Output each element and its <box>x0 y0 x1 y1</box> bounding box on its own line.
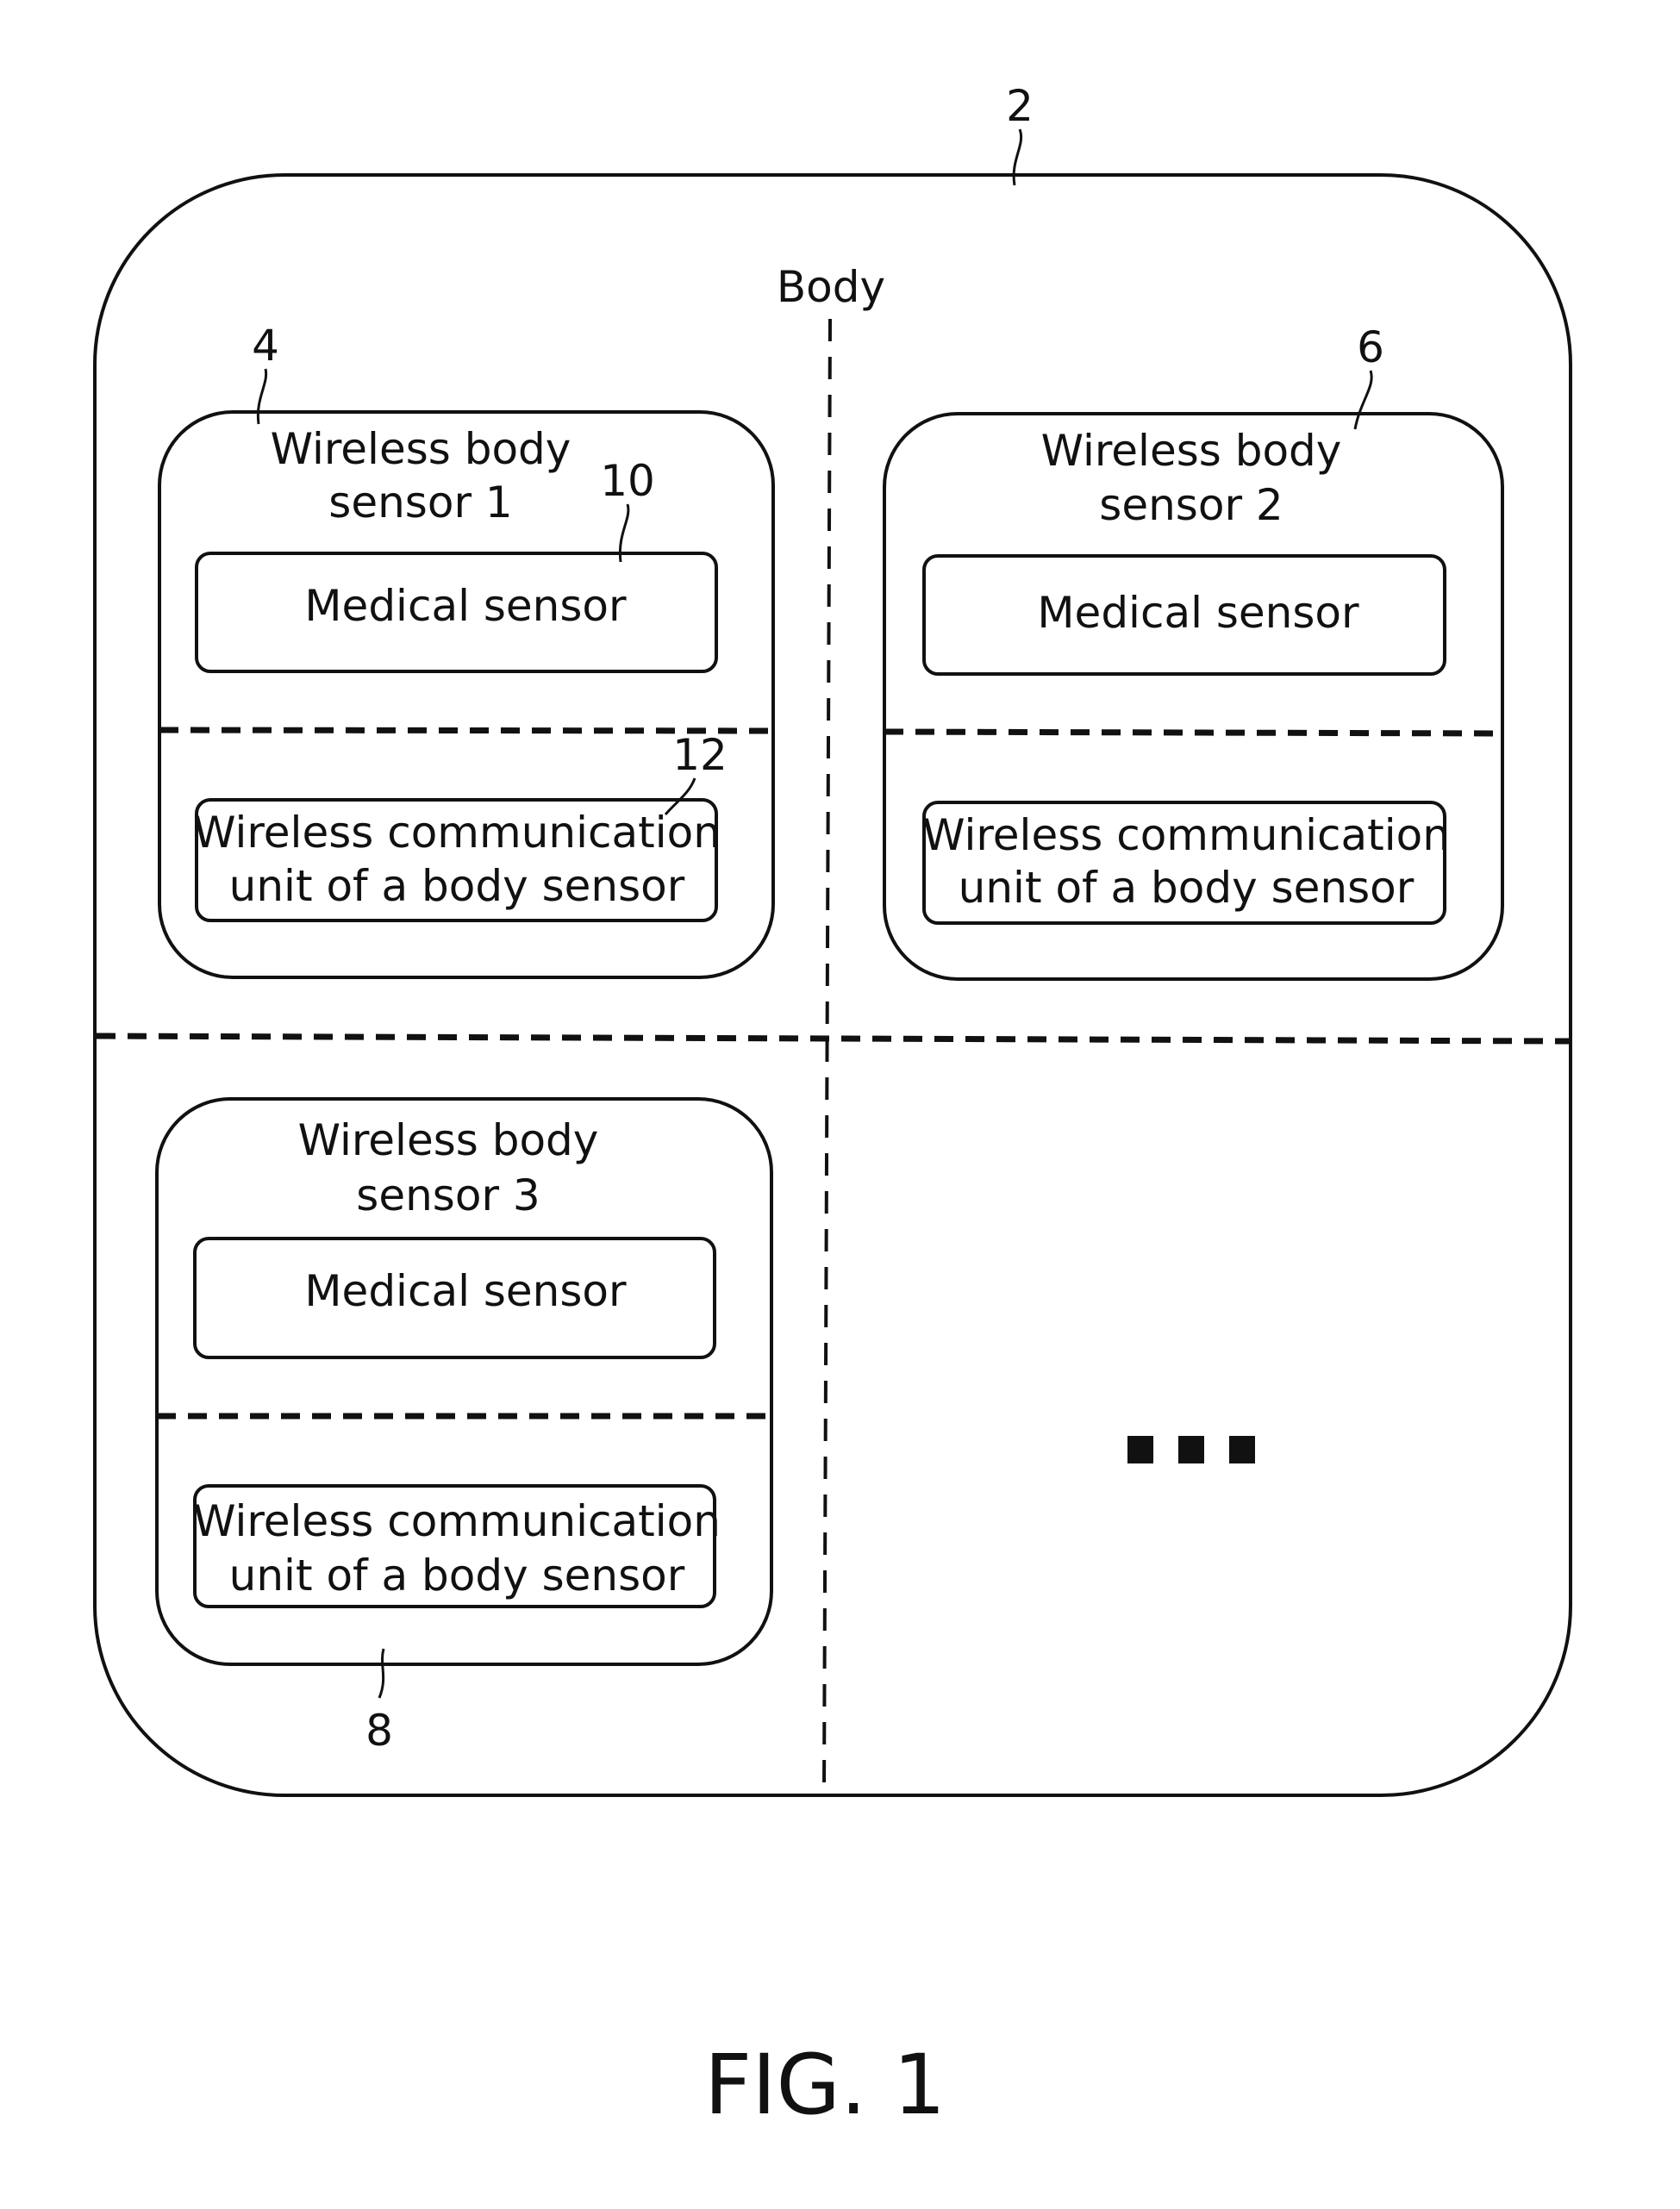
ellipsis-square-2 <box>1178 1436 1204 1463</box>
more-sensors-ellipsis <box>1127 1436 1255 1463</box>
body-horizontal-divider <box>97 1036 1569 1041</box>
sensor-3-medical-label: Medical sensor <box>304 1266 627 1316</box>
leader-sensor-2 <box>1355 371 1371 429</box>
ref-comm-unit-1: 12 <box>672 730 728 780</box>
sensor-2: Wireless body sensor 2 Medical sensor Wi… <box>884 322 1502 979</box>
sensor-1-comm-line2: unit of a body sensor <box>229 861 685 911</box>
ref-body: 2 <box>1006 81 1034 131</box>
leader-sensor-3 <box>379 1649 384 1698</box>
sensor-2-divider <box>884 732 1502 733</box>
sensor-2-title-line1: Wireless body <box>1041 426 1342 476</box>
sensor-2-title-line2: sensor 2 <box>1099 480 1283 530</box>
sensor-3-title-line2: sensor 3 <box>356 1170 540 1220</box>
body-vertical-divider <box>824 319 830 1791</box>
leader-sensor-1 <box>258 369 265 424</box>
ref-sensor-1: 4 <box>252 321 279 371</box>
sensor-3-title-line1: Wireless body <box>298 1115 599 1165</box>
sensor-1: Wireless body sensor 1 Medical sensor Wi… <box>159 321 773 977</box>
ellipsis-square-3 <box>1229 1436 1255 1463</box>
sensor-2-comm-line2: unit of a body sensor <box>959 863 1415 913</box>
ref-medical-sensor-1: 10 <box>600 456 655 506</box>
sensor-1-medical-label: Medical sensor <box>304 581 627 631</box>
body-label: Body <box>777 262 885 312</box>
leader-body <box>1014 129 1021 185</box>
sensor-3-comm-line2: unit of a body sensor <box>229 1551 685 1601</box>
sensor-2-comm-line1: Wireless communication <box>922 810 1450 860</box>
ref-sensor-2: 6 <box>1357 322 1384 372</box>
sensor-3-comm-line1: Wireless communication <box>193 1496 721 1546</box>
sensor-3: Wireless body sensor 3 Medical sensor Wi… <box>157 1099 771 1756</box>
sensor-1-title-line2: sensor 1 <box>328 477 512 527</box>
sensor-1-title-line1: Wireless body <box>271 424 571 474</box>
sensor-1-comm-line1: Wireless communication <box>193 808 721 858</box>
ellipsis-square-1 <box>1127 1436 1153 1463</box>
sensor-2-medical-label: Medical sensor <box>1037 588 1359 638</box>
ref-sensor-3: 8 <box>365 1706 393 1756</box>
figure-caption: FIG. 1 <box>704 2037 946 2133</box>
